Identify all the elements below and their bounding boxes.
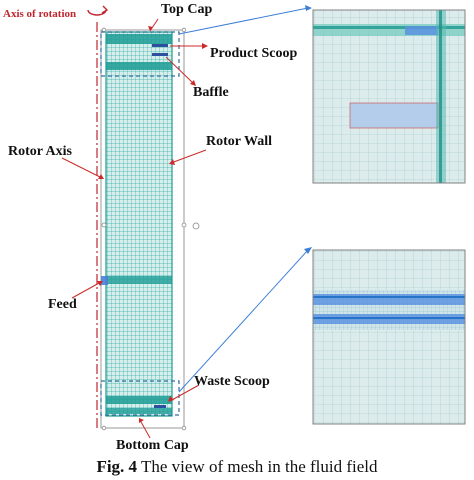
- caption-prefix: Fig. 4: [96, 457, 138, 476]
- waste-scoop-label: Waste Scoop: [194, 374, 270, 389]
- zoom-arrowhead-top: [305, 5, 312, 11]
- rotor-frame: [100, 29, 185, 429]
- waste-scoop-marker: [154, 405, 166, 408]
- figure-caption: Fig. 4 The view of mesh in the fluid fie…: [0, 458, 474, 475]
- top-cap-label: Top Cap: [161, 2, 213, 17]
- feed-label: Feed: [48, 297, 77, 312]
- mesh-body: [106, 32, 172, 416]
- bottom-cap-label: Bottom Cap: [116, 438, 189, 453]
- axis-of-rotation-label: Axis of rotation: [3, 8, 77, 20]
- frame-handles: [101, 27, 200, 431]
- rotor-wall-label: Rotor Wall: [206, 134, 272, 149]
- product-scoop-marker: [152, 44, 168, 47]
- product-scoop-label: Product Scoop: [210, 46, 298, 61]
- rotor-axis-label: Rotor Axis: [8, 144, 72, 159]
- zoom-arrowhead-bottom: [304, 247, 312, 254]
- top-callout-box: [100, 31, 180, 77]
- baffle-label: Baffle: [193, 85, 229, 100]
- bottom-callout-box: [100, 380, 180, 416]
- leader-arrowheads: [97, 26, 208, 423]
- feed-marker: [101, 276, 108, 285]
- baffle-marker: [152, 53, 168, 56]
- caption-text: The view of mesh in the fluid field: [137, 457, 378, 476]
- mesh-dense-bands: [106, 34, 172, 414]
- zoom-panel-bottom: [312, 249, 466, 425]
- zoom-panel-top: [312, 9, 466, 184]
- zoom-connectors: [178, 7, 309, 393]
- rotation-arrowhead-icon: [101, 5, 109, 14]
